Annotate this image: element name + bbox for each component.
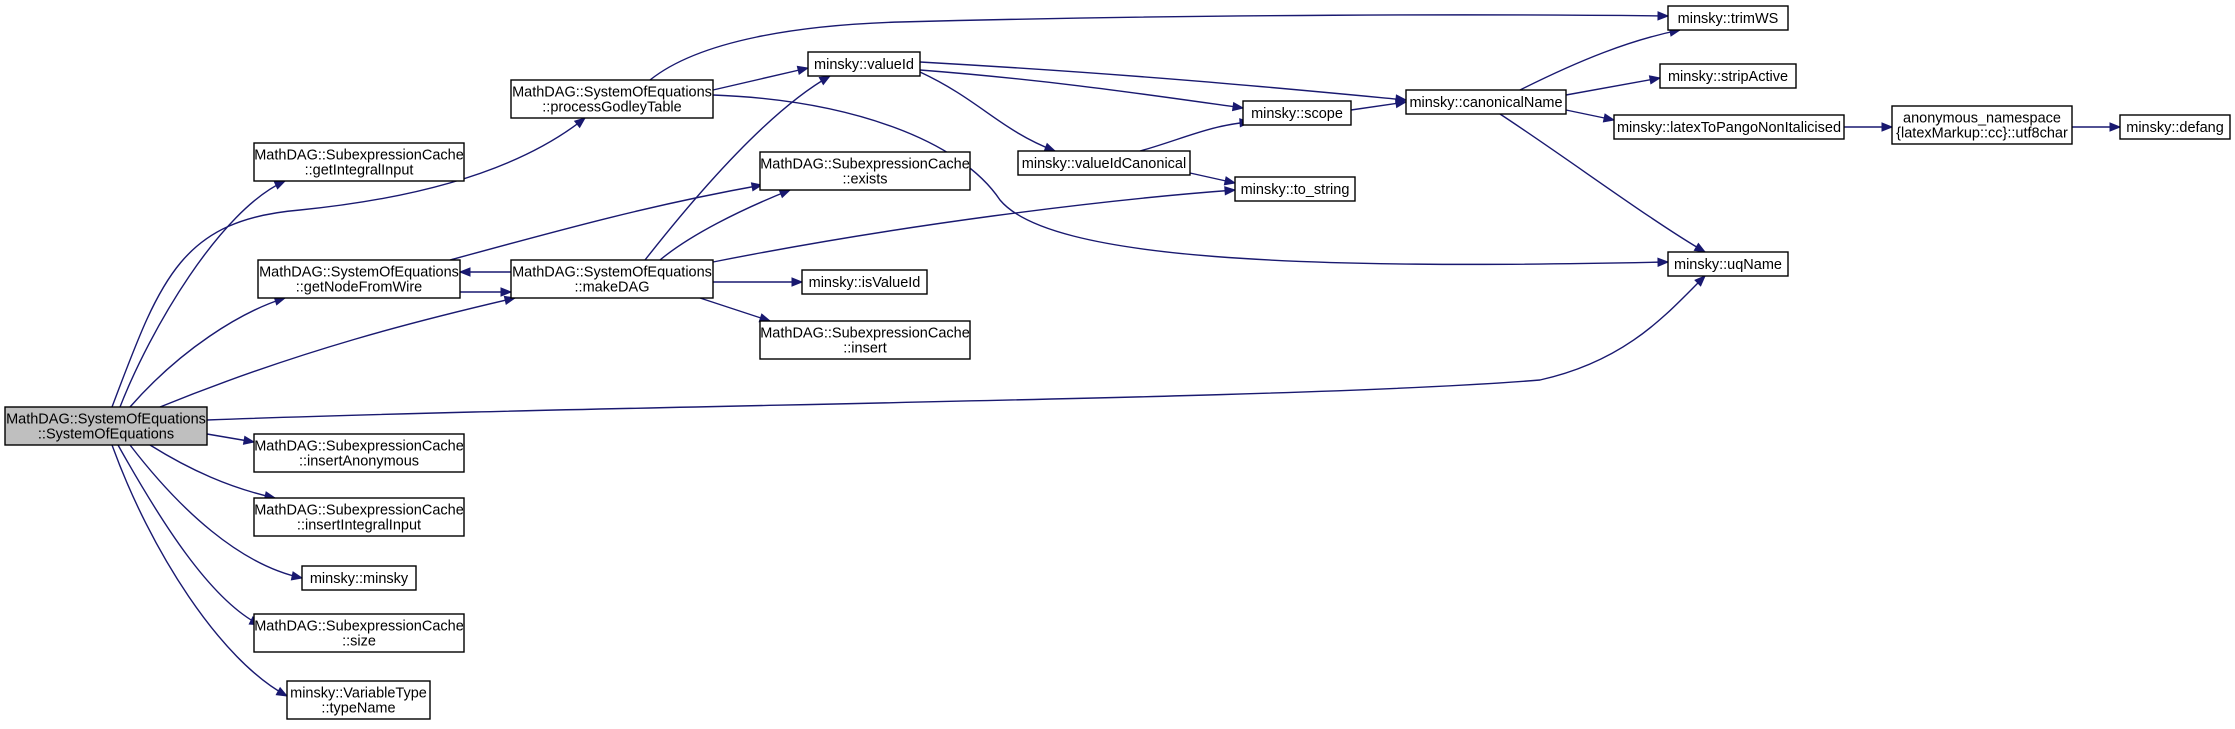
node-insert[interactable]: MathDAG::SubexpressionCache::insert	[759, 320, 971, 360]
node-label: {latexMarkup::cc}::utf8char	[1896, 126, 2068, 142]
node-size[interactable]: MathDAG::SubexpressionCache::size	[253, 613, 465, 653]
node-label: ::exists	[842, 172, 887, 188]
node-stripActive[interactable]: minsky::stripActive	[1659, 63, 1797, 89]
node-typeName[interactable]: minsky::VariableType::typeName	[286, 680, 431, 720]
node-valueId[interactable]: minsky::valueId	[807, 51, 921, 77]
edge-makeDAG-to-to_string	[712, 186, 1237, 263]
edge-utf8char-to-defang	[2072, 122, 2122, 132]
node-trimWS[interactable]: minsky::trimWS	[1667, 5, 1789, 31]
node-scope[interactable]: minsky::scope	[1242, 100, 1352, 126]
node-label: MathDAG::SubexpressionCache	[760, 326, 970, 342]
node-exists[interactable]: MathDAG::SubexpressionCache::exists	[759, 151, 971, 191]
node-label: MathDAG::SystemOfEquations	[512, 85, 712, 101]
edge-root-to-typeName	[111, 444, 289, 697]
node-label: ::insertIntegralInput	[297, 518, 421, 534]
node-label: minsky::minsky	[310, 571, 409, 587]
edge-canonicalName-to-stripActive	[1565, 75, 1662, 96]
node-root[interactable]: MathDAG::SystemOfEquations::SystemOfEqua…	[4, 406, 208, 446]
node-insertIntegralInput[interactable]: MathDAG::SubexpressionCache::insertInteg…	[253, 497, 465, 537]
edge-root-to-insertAnonymous	[206, 433, 256, 445]
node-canonicalName[interactable]: minsky::canonicalName	[1405, 89, 1567, 115]
node-processGodleyTable[interactable]: MathDAG::SystemOfEquations::processGodle…	[510, 79, 714, 119]
node-label: minsky::scope	[1251, 106, 1343, 122]
node-utf8char[interactable]: anonymous_namespace{latexMarkup::cc}::ut…	[1891, 105, 2073, 145]
node-label: MathDAG::SubexpressionCache	[254, 503, 464, 519]
edge-makeDAG-to-getNodeFromWire	[458, 267, 511, 277]
node-label: minsky::canonicalName	[1409, 95, 1562, 111]
edge-makeDAG-to-insert	[699, 297, 772, 323]
node-label: MathDAG::SubexpressionCache	[254, 148, 464, 164]
node-label: MathDAG::SubexpressionCache	[254, 439, 464, 455]
edge-makeDAG-to-exists	[659, 189, 792, 261]
node-label: minsky::uqName	[1674, 257, 1782, 273]
edge-valueId-to-scope	[919, 69, 1245, 112]
node-latexToPango[interactable]: minsky::latexToPangoNonItalicised	[1613, 114, 1845, 140]
edge-valueIdCanonical-to-scope	[1139, 118, 1252, 152]
node-label: MathDAG::SystemOfEquations	[259, 265, 459, 281]
node-label: ::size	[342, 634, 376, 650]
edge-root-to-getNodeFromWire	[129, 296, 287, 408]
edge-scope-to-canonicalName	[1350, 98, 1408, 111]
node-label: minsky::isValueId	[809, 275, 921, 291]
node-label: anonymous_namespace	[1903, 111, 2061, 127]
node-insertAnonymous[interactable]: MathDAG::SubexpressionCache::insertAnony…	[253, 433, 465, 473]
node-label: minsky::valueIdCanonical	[1022, 156, 1186, 172]
node-label: minsky::valueId	[814, 57, 914, 73]
node-label: minsky::VariableType	[290, 686, 427, 702]
edge-canonicalName-to-latexToPango	[1565, 109, 1616, 123]
edge-makeDAG-to-isValueId	[713, 277, 804, 287]
node-defang[interactable]: minsky::defang	[2119, 114, 2231, 140]
node-label: minsky::stripActive	[1668, 69, 1788, 85]
edge-root-to-minsky_minsky	[129, 444, 304, 581]
node-label: MathDAG::SystemOfEquations	[512, 265, 712, 281]
node-isValueId[interactable]: minsky::isValueId	[801, 269, 928, 295]
node-label: MathDAG::SubexpressionCache	[760, 157, 970, 173]
node-uqName[interactable]: minsky::uqName	[1667, 251, 1789, 277]
node-valueIdCanonical[interactable]: minsky::valueIdCanonical	[1017, 150, 1191, 176]
node-minsky_minsky[interactable]: minsky::minsky	[301, 565, 417, 591]
node-to_string[interactable]: minsky::to_string	[1234, 176, 1356, 202]
edge-getNodeFromWire-to-exists	[449, 182, 764, 261]
edge-valueId-to-valueIdCanonical	[919, 71, 1057, 152]
node-label: ::getNodeFromWire	[296, 280, 423, 296]
edge-valueIdCanonical-to-to_string	[1189, 172, 1237, 186]
node-label: minsky::to_string	[1241, 182, 1350, 198]
node-label: ::insertAnonymous	[299, 454, 419, 470]
edge-root-to-makeDAG	[159, 295, 517, 408]
node-label: MathDAG::SystemOfEquations	[6, 412, 206, 428]
node-label: minsky::latexToPangoNonItalicised	[1617, 120, 1841, 136]
node-makeDAG[interactable]: MathDAG::SystemOfEquations::makeDAG	[510, 259, 714, 299]
nodes-layer: MathDAG::SystemOfEquations::SystemOfEqua…	[4, 5, 2231, 720]
edge-makeDAG-to-valueId	[644, 75, 832, 261]
node-label: minsky::trimWS	[1678, 11, 1779, 27]
node-label: MathDAG::SubexpressionCache	[254, 619, 464, 635]
node-label: ::makeDAG	[575, 280, 650, 296]
node-getNodeFromWire[interactable]: MathDAG::SystemOfEquations::getNodeFromW…	[257, 259, 461, 299]
edge-getNodeFromWire-to-makeDAG	[460, 287, 513, 297]
edge-processGodleyTable-to-uqName	[712, 94, 1670, 267]
node-label: ::processGodleyTable	[542, 100, 681, 116]
node-getIntegralInput[interactable]: MathDAG::SubexpressionCache::getIntegral…	[253, 142, 465, 182]
node-label: minsky::defang	[2126, 120, 2224, 136]
edges-layer	[111, 11, 2122, 697]
edge-processGodleyTable-to-valueId	[712, 65, 810, 91]
node-label: ::SystemOfEquations	[38, 427, 174, 443]
node-label: ::typeName	[321, 701, 395, 717]
edge-processGodleyTable-to-trimWS	[649, 11, 1670, 81]
node-label: ::getIntegralInput	[305, 163, 414, 179]
edge-root-to-processGodleyTable	[111, 117, 587, 408]
edge-canonicalName-to-uqName	[1499, 113, 1707, 253]
edge-latexToPango-to-utf8char	[1844, 122, 1894, 132]
edge-root-to-uqName	[206, 275, 1706, 421]
node-label: ::insert	[843, 341, 887, 357]
